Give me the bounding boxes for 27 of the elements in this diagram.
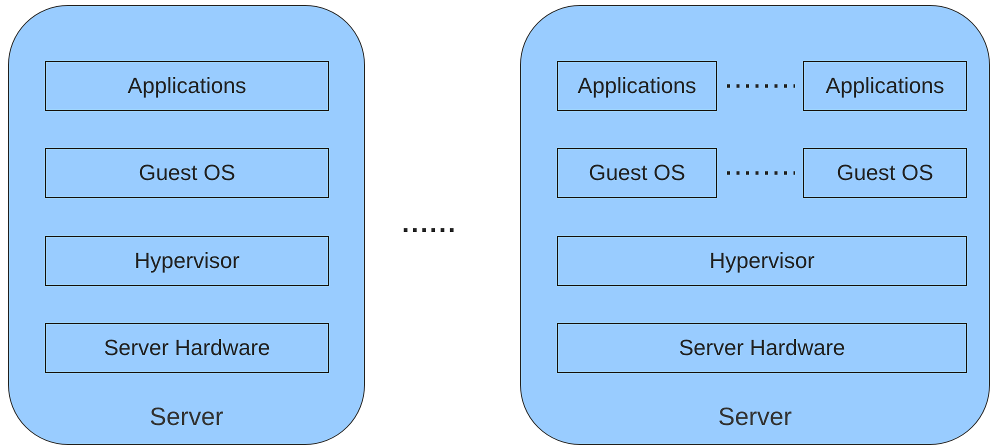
layer-box <box>557 323 967 373</box>
layer-box <box>45 236 329 286</box>
layer-box <box>803 148 967 198</box>
server-container <box>520 5 990 445</box>
layer-box <box>45 323 329 373</box>
layer-label: Applications <box>826 73 944 99</box>
server-container <box>8 5 365 445</box>
dotted-connector <box>727 84 795 88</box>
layer-box <box>45 61 329 111</box>
layer-label: Applications <box>578 73 696 99</box>
server-label: Server <box>718 403 792 432</box>
layer-box <box>803 61 967 111</box>
layer-label: Applications <box>128 73 246 99</box>
layer-label: Server Hardware <box>678 335 846 361</box>
layer-label: Hypervisor <box>134 248 240 274</box>
layer-label: Server Hardware <box>104 335 270 361</box>
server-label: Server <box>150 403 224 432</box>
layer-label: Hypervisor <box>709 248 815 274</box>
layer-box <box>557 148 717 198</box>
layer-label: Guest OS <box>836 160 934 186</box>
layer-box <box>557 236 967 286</box>
dotted-connector <box>727 171 795 175</box>
layer-box <box>557 61 717 111</box>
layer-box <box>45 148 329 198</box>
layer-label: Guest OS <box>138 160 236 186</box>
layer-label: Guest OS <box>588 160 686 186</box>
ellipsis-text: ...... <box>402 208 458 239</box>
